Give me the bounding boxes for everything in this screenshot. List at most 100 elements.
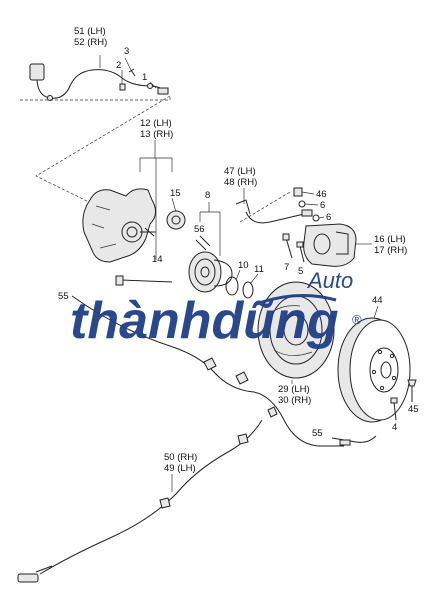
disc-center-bore bbox=[380, 361, 392, 379]
disc-lug-hole-1 bbox=[377, 349, 383, 355]
cable-55-end bbox=[331, 435, 377, 443]
disc-lug-hole-4 bbox=[379, 385, 385, 391]
bolt-14-shank bbox=[121, 279, 173, 283]
cable-55-main bbox=[71, 295, 344, 447]
hub-bolt-b bbox=[199, 235, 211, 247]
label-6-a: 6 bbox=[320, 200, 325, 211]
watermark-registered-mark: ® bbox=[352, 312, 362, 327]
parking-shoe-springs bbox=[271, 305, 313, 356]
parking-brake-cable-main bbox=[17, 419, 263, 583]
label-13-rh: 13 (RH) bbox=[140, 129, 173, 140]
brake-hose-line bbox=[245, 211, 305, 224]
leader-8 bbox=[199, 202, 221, 256]
label-1: 1 bbox=[142, 72, 147, 83]
label-10: 10 bbox=[238, 260, 249, 271]
caliper-piston bbox=[313, 233, 331, 255]
guide-pin-7 bbox=[285, 237, 293, 259]
bushing-outer bbox=[166, 210, 186, 230]
knuckle-bore-inner bbox=[126, 226, 138, 238]
disc-lug-hole-2 bbox=[389, 353, 395, 359]
brake-caliper bbox=[303, 223, 357, 267]
abs-sensor-assembly bbox=[29, 55, 169, 101]
leader-12-13 bbox=[139, 140, 173, 260]
disc-lug-hole-3 bbox=[391, 375, 397, 381]
cable-equalizer-end bbox=[17, 573, 39, 583]
bolt-group-1-2-3 bbox=[119, 57, 157, 91]
knuckle-body bbox=[82, 188, 156, 263]
label-2: 2 bbox=[116, 60, 121, 71]
hub-rings-10-11 bbox=[225, 269, 259, 299]
caliper-bracket bbox=[335, 231, 349, 255]
label-8: 8 bbox=[205, 190, 210, 201]
label-55-b: 55 bbox=[312, 428, 323, 439]
knuckle-bushing bbox=[166, 210, 186, 230]
label-56: 56 bbox=[194, 224, 205, 235]
brake-hose-bracket bbox=[235, 199, 251, 215]
abs-sensor-head bbox=[157, 87, 169, 95]
parking-brake-cable-upper bbox=[71, 295, 344, 447]
label-15: 15 bbox=[170, 188, 181, 199]
bolt-5-head bbox=[296, 241, 304, 248]
washer-11 bbox=[242, 281, 254, 299]
label-4: 4 bbox=[392, 422, 397, 433]
brake-hose-fitting bbox=[301, 209, 313, 217]
leader-6b bbox=[318, 216, 325, 219]
label-7: 7 bbox=[284, 262, 289, 273]
label-17-rh: 17 (RH) bbox=[374, 245, 407, 256]
bushing-inner bbox=[171, 215, 181, 225]
bolt-4 bbox=[390, 397, 398, 421]
backing-plate-center bbox=[283, 314, 309, 346]
bolt-4-shank bbox=[393, 401, 397, 421]
label-51-lh: 51 (LH) bbox=[74, 26, 106, 37]
label-29-lh: 29 (LH) bbox=[278, 384, 310, 395]
bleeder-and-washers bbox=[293, 187, 325, 222]
cable-end-55 bbox=[331, 435, 377, 446]
label-52-rh: 52 (RH) bbox=[74, 37, 107, 48]
backing-plate-assembly bbox=[257, 281, 335, 379]
label-44: 44 bbox=[372, 295, 383, 306]
bolt-14-head bbox=[115, 275, 124, 286]
disc-hat bbox=[369, 347, 399, 393]
hub-bearing-assembly bbox=[188, 251, 233, 293]
label-14: 14 bbox=[152, 254, 163, 265]
cable-clip-a bbox=[203, 357, 217, 371]
retaining-ring-10 bbox=[225, 276, 239, 296]
washer-6b bbox=[312, 214, 320, 222]
bolt-3 bbox=[128, 68, 136, 77]
label-3: 3 bbox=[124, 46, 129, 57]
cable-clip-e bbox=[159, 497, 171, 509]
label-47-lh: 47 (LH) bbox=[224, 166, 256, 177]
bolt-5 bbox=[299, 245, 305, 263]
leader-11 bbox=[249, 273, 259, 285]
abs-cable-clip bbox=[47, 95, 53, 101]
cable-clip-c bbox=[267, 406, 278, 418]
hub-flange-inner bbox=[194, 258, 216, 286]
label-5: 5 bbox=[298, 266, 303, 277]
bolt-4-head bbox=[390, 397, 398, 404]
disc-screw-45 bbox=[407, 379, 417, 402]
label-16-lh: 16 (LH) bbox=[374, 234, 406, 245]
brake-hose bbox=[235, 199, 313, 224]
watermark-auto-text: Auto bbox=[306, 268, 353, 293]
brake-disc bbox=[337, 317, 411, 423]
abs-sensor-connector bbox=[29, 63, 45, 81]
leader-44 bbox=[373, 305, 379, 319]
washer-6a bbox=[298, 200, 306, 208]
hub-bearing-body bbox=[213, 259, 233, 287]
rear-knuckle bbox=[82, 188, 156, 263]
label-6-b: 6 bbox=[326, 212, 331, 223]
label-46: 46 bbox=[316, 189, 327, 200]
leader-15 bbox=[171, 197, 177, 213]
label-45: 45 bbox=[408, 404, 419, 415]
knuckle-spindle bbox=[140, 227, 156, 237]
label-11: 11 bbox=[254, 264, 264, 275]
watermark-brand-text: thànhdũng bbox=[70, 292, 339, 350]
label-30-rh: 30 (RH) bbox=[278, 395, 311, 406]
bolt-2 bbox=[119, 83, 126, 91]
label-50-rh: 50 (RH) bbox=[164, 452, 197, 463]
watermark-swoosh bbox=[261, 293, 337, 304]
abs-cable-grommet bbox=[147, 83, 153, 89]
hub-bolt-a bbox=[195, 239, 207, 251]
